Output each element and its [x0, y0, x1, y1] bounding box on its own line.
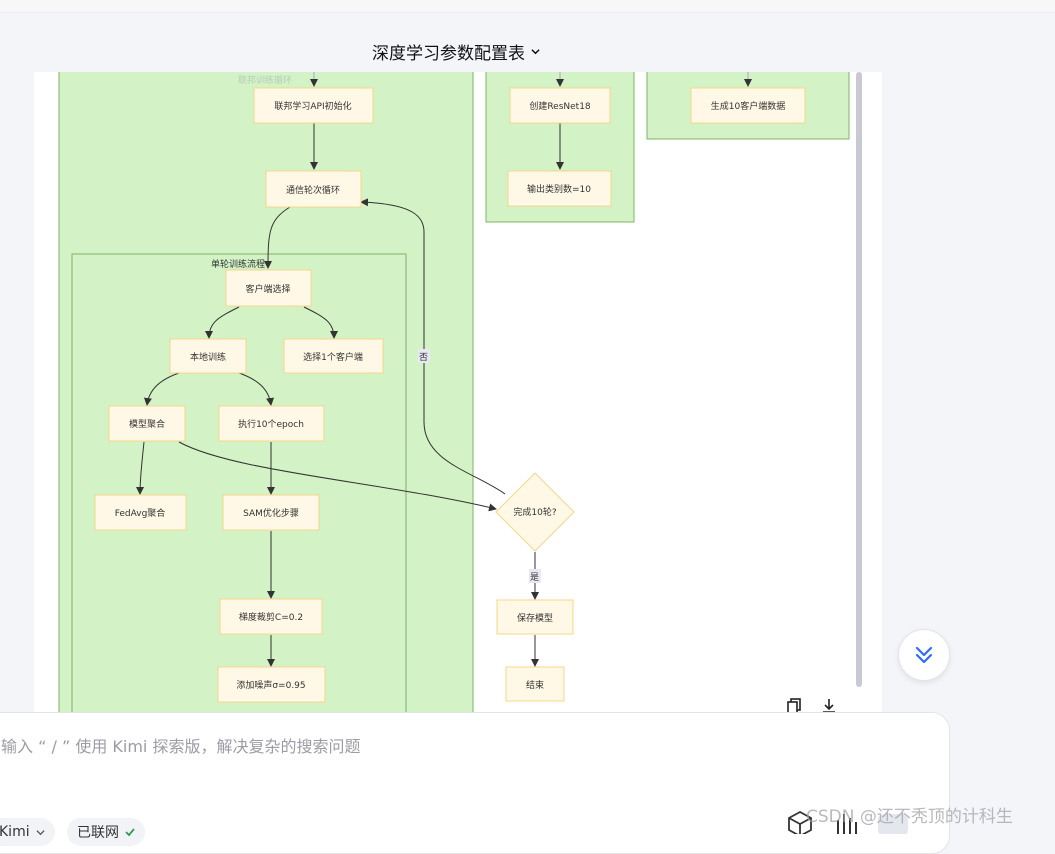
network-toggle-label: 已联网: [77, 825, 119, 841]
node-run-epoch: 执行10个epoch: [218, 405, 325, 442]
edge: [143, 372, 180, 406]
node-create-resnet: 创建ResNet18: [509, 87, 611, 124]
svg-text:执行10个epoch: 执行10个epoch: [238, 418, 304, 430]
node-fed-api-init: 联邦学习API初始化: [253, 87, 374, 124]
edge-label-no: 否: [419, 352, 428, 363]
node-output-classes: 输出类别数=10: [507, 170, 612, 207]
edge: [238, 372, 275, 406]
node-done-10-rounds: 完成10轮?: [495, 472, 575, 552]
node-model-aggregate: 模型聚合: [108, 405, 186, 442]
edges: [136, 72, 752, 667]
node-select-one-client: 选择1个客户端: [283, 338, 384, 374]
cluster-single-round-label: 单轮训练流程: [211, 258, 265, 270]
document-title-dropdown[interactable]: 深度学习参数配置表: [372, 38, 540, 64]
panel-scrollbar[interactable]: [856, 72, 862, 687]
svg-text:输出类别数=10: 输出类别数=10: [527, 183, 591, 195]
svg-text:FedAvg聚合: FedAvg聚合: [115, 507, 166, 519]
node-client-select: 客户端选择: [225, 269, 312, 307]
node-save-model: 保存模型: [496, 599, 574, 635]
node-sam-step: SAM优化步骤: [222, 494, 320, 531]
svg-text:联邦学习API初始化: 联邦学习API初始化: [274, 100, 351, 112]
svg-text:添加噪声σ=0.95: 添加噪声σ=0.95: [236, 679, 305, 691]
chevron-down-icon: [531, 48, 540, 54]
svg-text:模型聚合: 模型聚合: [129, 418, 165, 430]
node-grad-clip: 梯度裁剪C=0.2: [219, 598, 323, 635]
node-end: 结束: [505, 666, 565, 702]
voice-wave-icon[interactable]: [834, 810, 858, 834]
input-actions: [786, 810, 908, 834]
node-fedavg: FedAvg聚合: [94, 494, 187, 531]
chat-input-placeholder[interactable]: 输入 “ / ” 使用 Kimi 探索版，解决复杂的搜索问题: [1, 737, 361, 756]
cluster-single-round: [71, 253, 407, 712]
node-comm-round-loop: 通信轮次循环: [265, 170, 362, 208]
model-selector-chip[interactable]: Kimi: [0, 818, 55, 846]
svg-text:梯度裁剪C=0.2: 梯度裁剪C=0.2: [239, 611, 303, 623]
edge: [360, 198, 506, 495]
svg-text:保存模型: 保存模型: [517, 612, 553, 624]
flowchart: 联邦训练循环 单轮训练流程 否: [58, 72, 850, 712]
model-selector-label: Kimi: [0, 824, 30, 840]
svg-text:完成10轮?: 完成10轮?: [513, 506, 556, 518]
cube-icon[interactable]: [786, 810, 814, 834]
svg-text:客户端选择: 客户端选择: [245, 283, 290, 295]
scroll-to-bottom-button[interactable]: [898, 629, 950, 681]
svg-text:本地训练: 本地训练: [190, 351, 226, 363]
chat-input-box[interactable]: 输入 “ / ” 使用 Kimi 探索版，解决复杂的搜索问题 Kimi 已联网: [0, 712, 950, 854]
edge-label-yes-bg: [529, 569, 541, 583]
node-add-noise: 添加噪声σ=0.95: [217, 666, 326, 703]
svg-text:生成10客户端数据: 生成10客户端数据: [711, 100, 785, 112]
window-top-strip: [0, 0, 1055, 13]
edge: [303, 306, 338, 339]
document-title: 深度学习参数配置表: [372, 43, 525, 64]
double-chevron-down-icon: [915, 646, 933, 664]
checkmark-icon: [125, 828, 135, 837]
send-icon[interactable]: [878, 810, 908, 834]
edge-label-yes: 是: [530, 572, 539, 583]
edge: [205, 306, 240, 339]
svg-text:选择1个客户端: 选择1个客户端: [303, 351, 363, 363]
node-local-train: 本地训练: [169, 338, 247, 374]
svg-text:结束: 结束: [526, 679, 544, 691]
edge: [136, 441, 145, 495]
watermark: CSDN @还不秃顶的计科生: [806, 807, 1013, 827]
chevron-down-icon: [36, 829, 45, 835]
cluster-federated-loop-label: 联邦训练循环: [238, 74, 292, 86]
edge-label-no-bg: [418, 349, 430, 363]
diagram-panel: 联邦训练循环 单轮训练流程 否: [34, 72, 882, 712]
svg-text:SAM优化步骤: SAM优化步骤: [243, 507, 299, 519]
network-toggle-chip[interactable]: 已联网: [67, 818, 145, 846]
node-gen-client-data: 生成10客户端数据: [690, 87, 806, 124]
edge: [178, 441, 497, 512]
edge: [264, 206, 291, 269]
svg-text:通信轮次循环: 通信轮次循环: [286, 184, 340, 196]
svg-text:创建ResNet18: 创建ResNet18: [529, 100, 591, 112]
